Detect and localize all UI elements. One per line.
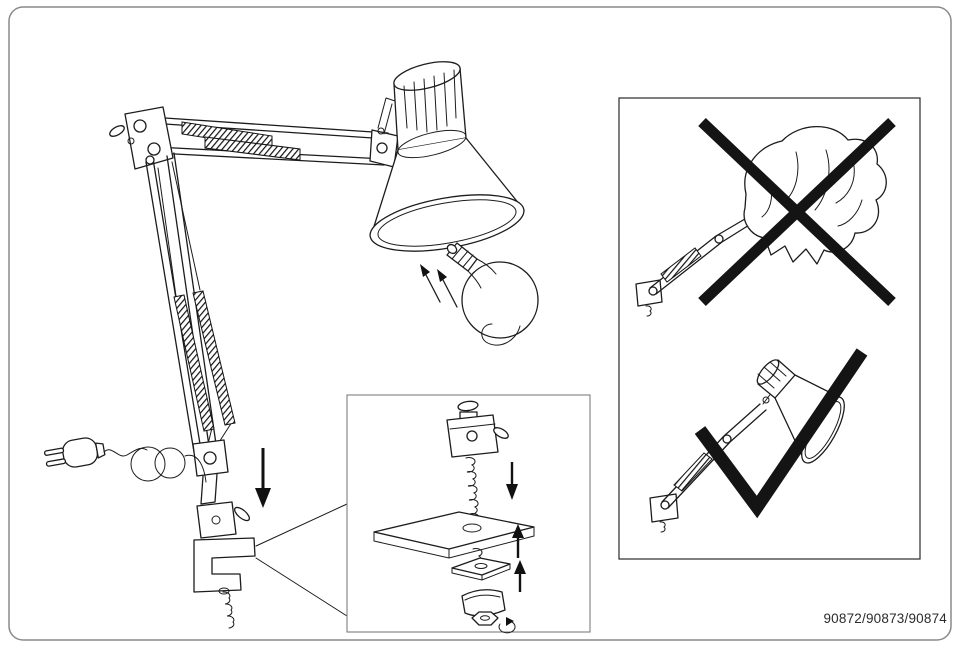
- warning-panel: [618, 97, 921, 560]
- cord-to-lamp: [184, 454, 207, 483]
- bulb-neck-lines: [467, 258, 497, 289]
- clamp-screw-collar: [218, 587, 230, 595]
- bulb-insert-arrow-head-2: [437, 269, 447, 282]
- correct-lamp-figure: [649, 348, 868, 533]
- mount-down-arrow: [255, 448, 271, 508]
- plug-cord-grip: [95, 442, 106, 459]
- bulb-insert-arrow-head: [420, 264, 430, 277]
- mini-shade-bracket-pin: [762, 396, 770, 404]
- hex-nut: [471, 611, 499, 626]
- detail-down-arrow-head: [506, 484, 518, 500]
- prohibition-x-icon: [698, 118, 896, 306]
- mini-joint-bottom-2: [722, 434, 732, 444]
- detail-callout-lines: [255, 503, 348, 617]
- shade-cone-edges: [370, 137, 525, 237]
- clamp-wing-screw: [233, 506, 251, 522]
- main-lamp-figure: [43, 61, 539, 629]
- shade-opening-inner-rim: [377, 199, 517, 247]
- shade-vent-slots: [403, 69, 457, 133]
- hex-nut-hole: [480, 615, 490, 621]
- clamp-screw-coil: [222, 591, 235, 629]
- shade-cap-ring: [397, 129, 467, 159]
- light-bulb: [420, 242, 539, 346]
- elbow-pivot-bolt-2: [147, 142, 161, 156]
- mini-joint-bottom-1: [660, 500, 670, 510]
- bulb-glass: [461, 261, 539, 339]
- lower-arm-pin-top: [145, 155, 155, 165]
- clamp-detail-inset: [346, 394, 591, 634]
- plug-pin-bottom: [45, 458, 67, 467]
- mini-joint-top-2: [714, 234, 724, 244]
- wing-washer-thickness: [451, 563, 511, 581]
- shade-bracket-bolt: [376, 142, 388, 154]
- power-plug: [43, 437, 106, 468]
- elbow-pin: [127, 137, 135, 145]
- plug-pin-top: [43, 447, 65, 456]
- bulb-base-threads: [451, 246, 474, 268]
- model-number-text: 90872/90873/90874: [823, 611, 947, 626]
- rotate-nut-arrow-head: [506, 617, 514, 626]
- base-pivot-bolt: [203, 451, 217, 465]
- clamp-body: [193, 537, 256, 593]
- mini-arm-spring-top: [660, 247, 702, 283]
- mini-shade-vents: [757, 361, 787, 389]
- approval-check-icon: [694, 348, 868, 519]
- covered-lamp-figure: [635, 118, 896, 317]
- page-border: [8, 6, 952, 641]
- elbow-pivot-bolt: [133, 119, 147, 133]
- cord-wave: [103, 447, 148, 457]
- mini-arm-spring-bottom: [673, 452, 713, 492]
- rotate-nut-arrow: [498, 620, 516, 634]
- lamp-shade: [369, 61, 525, 252]
- elbow-wing-screw: [109, 125, 125, 137]
- mini-clamp-screw-bottom: [659, 521, 666, 533]
- bulb-insert-arrow-line-2: [441, 277, 458, 308]
- shade-link-pin: [377, 127, 385, 135]
- clamp-pad-seam: [464, 594, 501, 601]
- upper-arm-rails: [149, 116, 389, 166]
- table-board: [373, 511, 535, 559]
- detail-wing-screw-side: [493, 427, 509, 439]
- lower-arm-spring: [173, 294, 215, 432]
- upper-arm-spring-2: [204, 136, 301, 161]
- clamp-assembly: [193, 501, 256, 629]
- power-cord: [43, 437, 207, 483]
- detail-up-arrow-1-head: [512, 524, 524, 538]
- plug-body: [62, 437, 99, 468]
- mini-clamp-screw-top: [645, 305, 652, 317]
- lower-arm-spring-2: [192, 290, 236, 426]
- clamp-fitting: [196, 501, 237, 539]
- detail-wing-screw-top: [457, 400, 479, 412]
- bulb-insert-arrow-line: [424, 272, 441, 303]
- lower-arm-links: [157, 161, 233, 453]
- bulb-base-tip: [446, 243, 458, 255]
- detail-fitting-bolt: [466, 430, 478, 442]
- mini-joint-top-1: [648, 286, 658, 296]
- clamp-fitting-pin: [211, 515, 221, 525]
- base-post: [200, 473, 218, 505]
- cord-loop-1: [130, 446, 166, 482]
- mount-down-arrow-head: [255, 488, 271, 508]
- wing-washer: [451, 557, 511, 581]
- cord-loop-2: [154, 447, 186, 479]
- detail-up-arrow-2-head: [514, 560, 526, 574]
- wing-washer-hole: [474, 563, 488, 569]
- detail-screw-upper: [465, 456, 480, 522]
- table-board-hole: [462, 523, 482, 533]
- shade-cap-top: [393, 61, 461, 91]
- bulb-rotate-curl: [481, 323, 521, 346]
- detail-fitting-seam: [449, 423, 496, 430]
- table-board-thickness: [373, 526, 535, 559]
